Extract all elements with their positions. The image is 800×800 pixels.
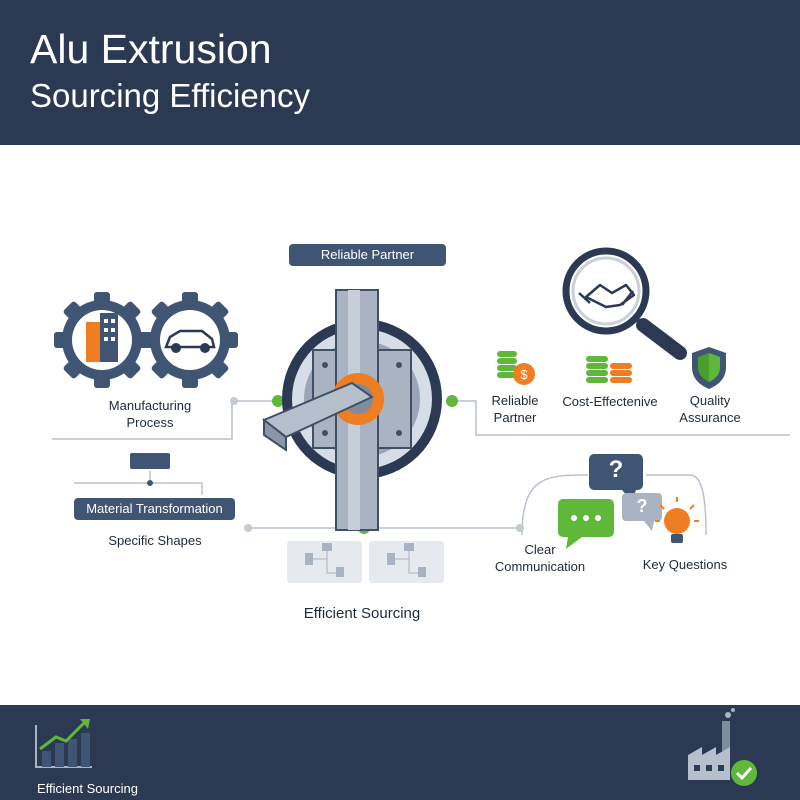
svg-text:$: $: [520, 367, 528, 382]
factory-check-icon: [688, 708, 757, 786]
small-node-box: [130, 453, 170, 469]
lightbulb-icon: [655, 497, 699, 543]
connector-dot-gray-left: [230, 397, 238, 405]
reliable-partner-badge: Reliable Partner: [289, 244, 446, 266]
handshake-magnifier-icon: [562, 247, 687, 360]
growth-chart-icon: [35, 719, 92, 768]
extrusion-machine-icon: [262, 289, 442, 531]
manufacturing-process-label: Manufacturing Process: [108, 398, 192, 430]
footer-banner: Efficient Sourcing: [0, 705, 800, 800]
cost-effective-label: Cost-Effectenive: [562, 394, 658, 409]
process-thumbnail-2: [369, 541, 444, 583]
reliable-partner-label: Reliable Partner: [491, 393, 539, 425]
specific-shapes-label: Specific Shapes: [108, 533, 202, 548]
connector-dot-gray-br: [516, 524, 524, 532]
quality-assurance-label: Quality Assurance: [679, 393, 741, 425]
diagram-area: $: [0, 145, 800, 705]
coins-dollar-icon: $: [497, 351, 535, 385]
material-transformation-badge: Material Transformation: [74, 498, 235, 520]
shield-icon: [692, 347, 726, 389]
key-questions-label: Key Questions: [642, 557, 728, 572]
question-mark-small: ?: [636, 496, 648, 516]
gear-car-icon: [142, 292, 238, 388]
coins-stack-icon: [586, 356, 632, 383]
connector-lines: [52, 245, 790, 536]
small-question-bubble-icon: [622, 493, 662, 531]
footer-graphics: [35, 708, 757, 786]
connector-dot-right: [446, 395, 458, 407]
page-subtitle: Sourcing Efficiency: [30, 77, 311, 114]
clear-communication-label: Clear Communication: [494, 542, 586, 574]
page-title: Alu Extrusion: [30, 26, 272, 72]
question-mark-large: ?: [608, 456, 624, 483]
gear-building-icon: [54, 292, 150, 388]
connector-dot-left: [272, 395, 284, 407]
chat-bubble-icon: [558, 499, 614, 549]
diagram-graphics: $: [52, 245, 790, 583]
connector-dot-material: [147, 480, 153, 486]
connector-dot-gray-bl: [244, 524, 252, 532]
efficient-sourcing-label: Efficient Sourcing: [303, 605, 421, 622]
footer-label: Efficient Sourcing: [37, 781, 138, 796]
process-thumbnail-1: [287, 541, 362, 583]
header-banner: Alu Extrusion Sourcing Efficiency: [0, 0, 800, 145]
